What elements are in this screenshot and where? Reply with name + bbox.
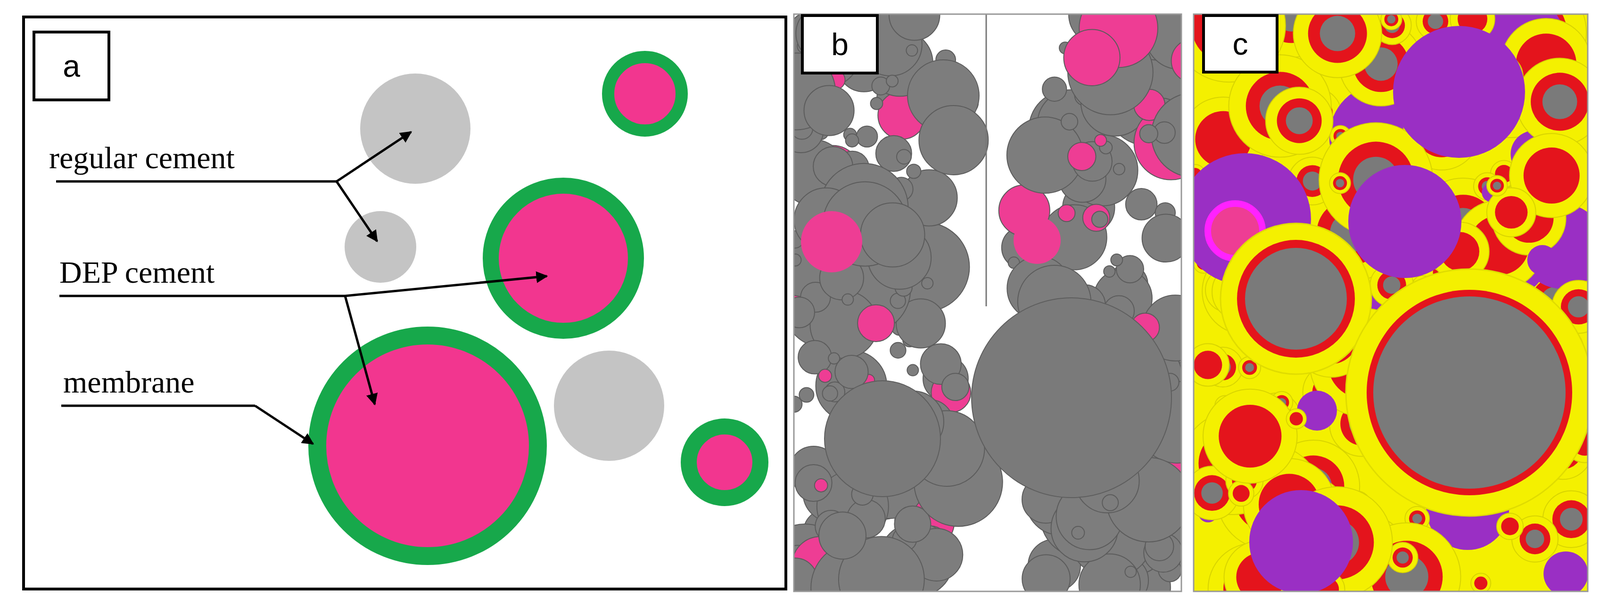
leader-lines <box>56 131 547 445</box>
simulation-c <box>1193 14 1588 592</box>
panel-letter-box: b <box>800 14 879 75</box>
panel-letter: a <box>62 48 81 84</box>
particles-a <box>317 57 761 557</box>
panel-letter-box: a <box>32 30 111 102</box>
simulation-b <box>793 14 1182 592</box>
callout-label: membrane <box>61 366 197 398</box>
panel-letter: b <box>831 26 849 63</box>
panel-letter: c <box>1232 25 1249 62</box>
panel-letter-box: c <box>1202 14 1279 74</box>
callout-label: regular cement <box>47 142 237 174</box>
panel-frame <box>23 16 786 590</box>
callout-label: DEP cement <box>57 256 217 289</box>
